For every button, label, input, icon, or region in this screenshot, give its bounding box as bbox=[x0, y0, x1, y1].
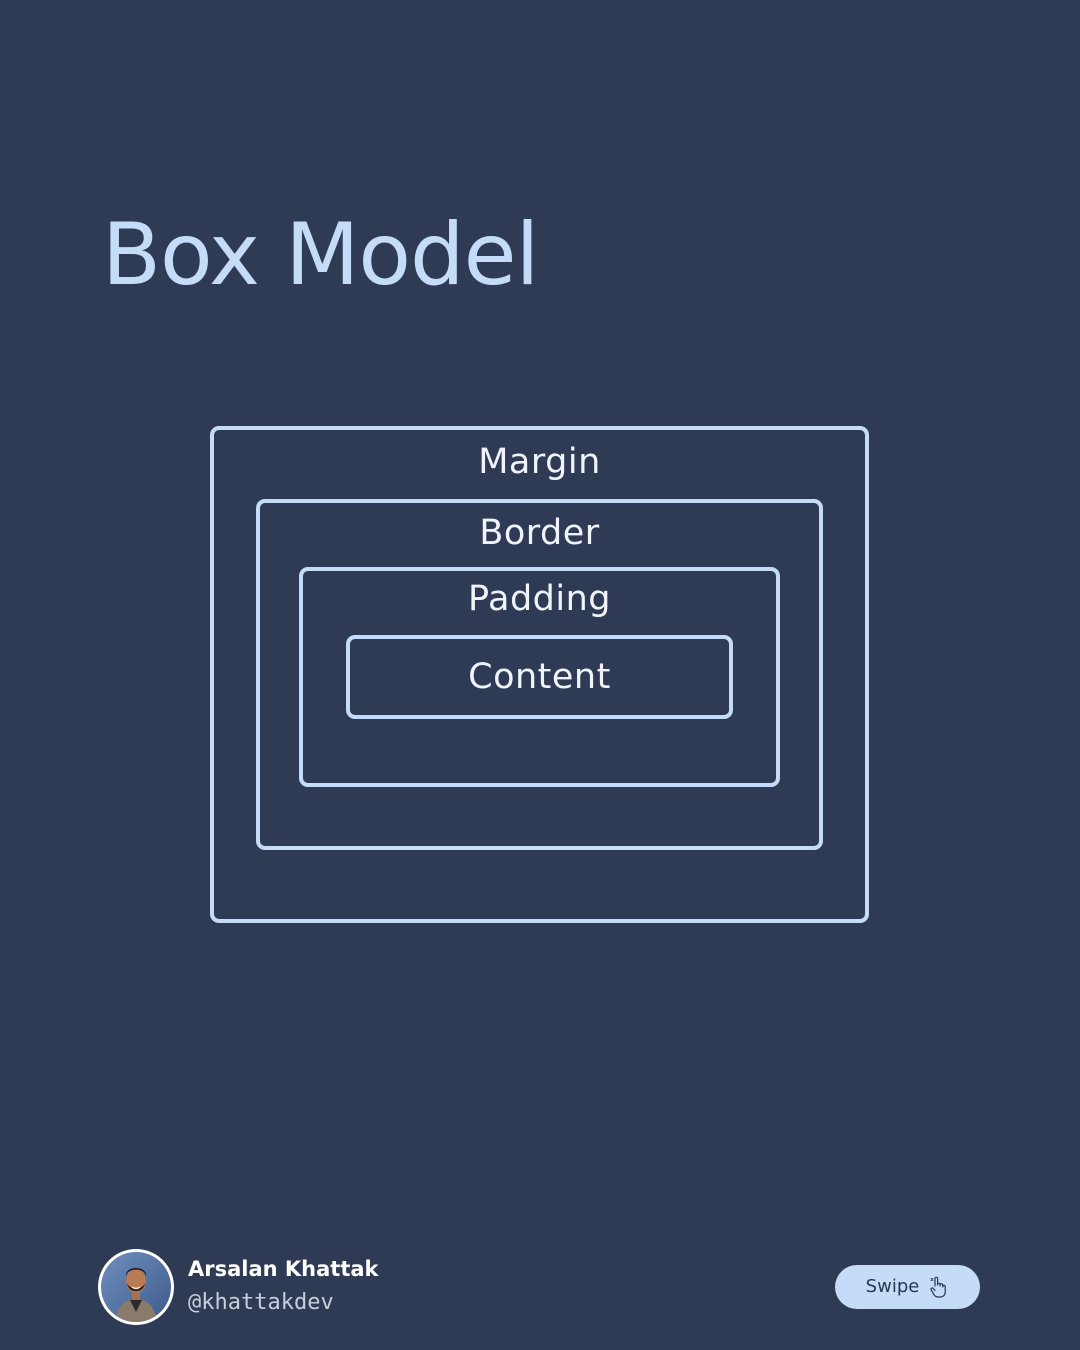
content-box: Content bbox=[346, 635, 733, 719]
padding-box: Padding bbox=[299, 567, 780, 787]
swipe-button[interactable]: Swipe bbox=[835, 1265, 980, 1309]
avatar bbox=[98, 1249, 174, 1325]
avatar-photo bbox=[101, 1252, 171, 1322]
margin-box: Margin bbox=[210, 426, 869, 923]
author-name: Arsalan Khattak bbox=[188, 1257, 379, 1281]
border-box: Border bbox=[256, 499, 823, 850]
margin-label: Margin bbox=[478, 442, 601, 482]
swipe-label: Swipe bbox=[865, 1276, 920, 1297]
author-handle: @khattakdev bbox=[188, 1290, 334, 1315]
page-title: Box Model bbox=[102, 205, 539, 305]
content-label: Content bbox=[468, 657, 611, 697]
pointing-hand-icon bbox=[927, 1275, 949, 1299]
padding-label: Padding bbox=[467, 579, 612, 619]
border-label: Border bbox=[479, 513, 600, 553]
